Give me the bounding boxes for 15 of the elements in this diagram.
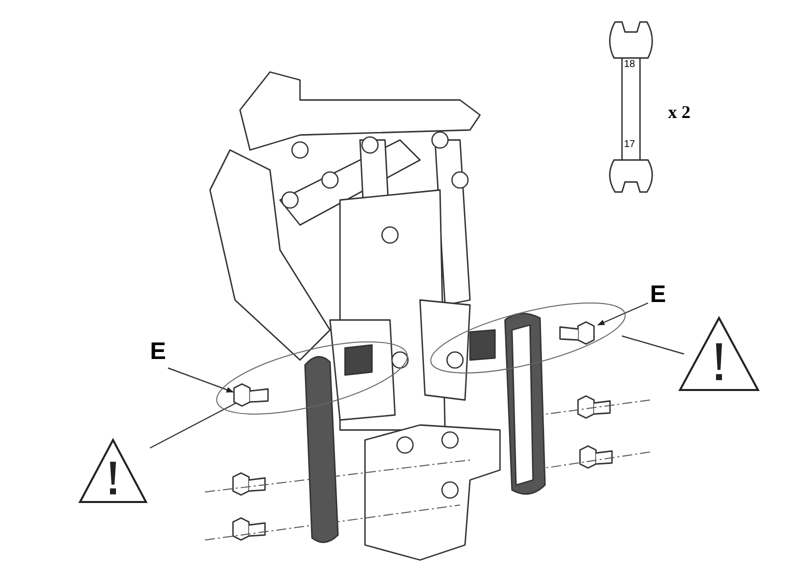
bolt-drawing — [233, 383, 269, 407]
leader-line — [622, 335, 684, 355]
callout-letter: E — [650, 283, 666, 307]
leader-line — [168, 367, 234, 393]
warning-icon — [78, 438, 148, 503]
highlight-ellipse — [430, 302, 626, 374]
warning-icon — [678, 316, 760, 391]
highlight-ellipse — [216, 342, 408, 414]
leader-line — [150, 401, 238, 449]
size-label: 18 — [624, 60, 636, 70]
bolt-drawing — [559, 321, 595, 345]
quantity-label: x 2 — [668, 103, 690, 121]
callout-letter: E — [150, 340, 166, 364]
leader-line — [597, 302, 648, 326]
size-label: 17 — [624, 140, 636, 150]
